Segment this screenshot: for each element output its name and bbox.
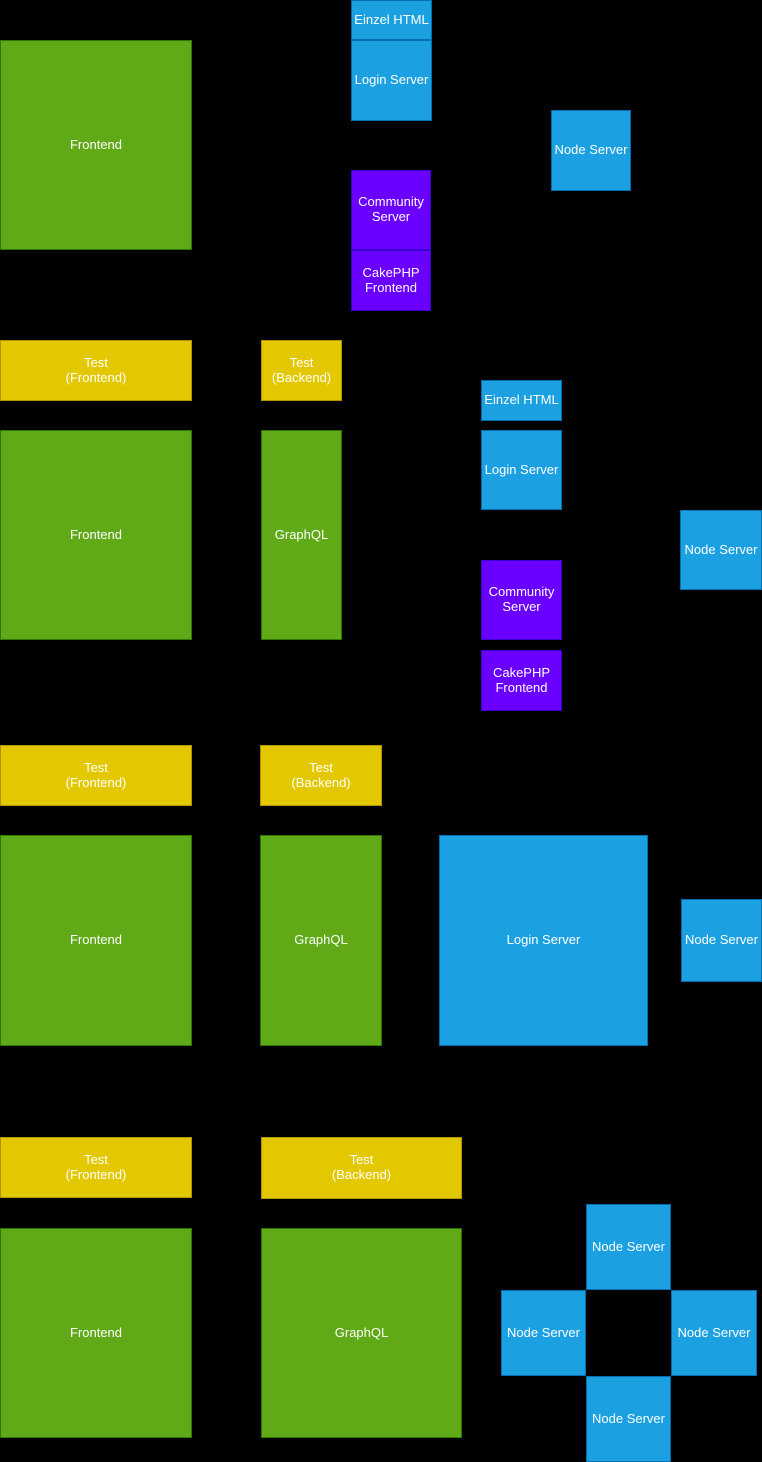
diagram-node-node-server-s4-right[interactable]: Node Server [671,1290,757,1376]
diagram-node-frontend-s4[interactable]: Frontend [0,1228,192,1438]
diagram-node-test-frontend-s4[interactable]: Test (Frontend) [0,1137,192,1198]
node-label: GraphQL [274,526,329,542]
node-label: Frontend [69,526,123,542]
diagram-node-login-server-s1[interactable]: Login Server [351,40,432,121]
diagram-node-einzel-html-s1[interactable]: Einzel HTML [351,0,432,40]
node-label: Node Server [554,142,628,158]
node-label: Node Server [677,1324,751,1340]
diagram-node-test-backend-s3[interactable]: Test (Backend) [260,745,382,806]
node-label: Test (Backend) [291,759,351,790]
node-label: Node Server [592,1410,665,1426]
diagram-node-graphql-s2[interactable]: GraphQL [261,430,342,640]
node-label: CakePHP Frontend [492,664,551,695]
diagram-node-test-frontend-s2[interactable]: Test (Frontend) [0,340,192,401]
node-label: Test (Backend) [271,354,332,385]
diagram-node-frontend-s1[interactable]: Frontend [0,40,192,250]
diagram-node-graphql-s3[interactable]: GraphQL [260,835,382,1046]
diagram-node-test-backend-s4[interactable]: Test (Backend) [261,1137,462,1199]
diagram-node-test-backend-s2[interactable]: Test (Backend) [261,340,342,401]
node-label: Community Server [358,194,424,224]
diagram-node-cakephp-frontend-s1[interactable]: CakePHP Frontend [351,250,431,311]
diagram-node-node-server-s4-bottom[interactable]: Node Server [586,1376,671,1462]
node-label: Frontend [69,932,123,948]
diagram-node-login-server-s2[interactable]: Login Server [481,430,562,510]
diagram-node-node-server-s1[interactable]: Node Server [551,110,631,191]
node-label: Einzel HTML [354,11,429,27]
diagram-node-node-server-s4-top[interactable]: Node Server [586,1204,671,1290]
diagram-node-node-server-s4-left[interactable]: Node Server [501,1290,586,1376]
node-label: Einzel HTML [484,392,559,408]
diagram-node-community-server-s2[interactable]: Community Server [481,560,562,640]
node-label: Test (Frontend) [65,1151,127,1182]
diagram-node-cakephp-frontend-s2[interactable]: CakePHP Frontend [481,650,562,711]
node-label: Login Server [354,72,429,88]
diagram-node-frontend-s2[interactable]: Frontend [0,430,192,640]
node-label: Test (Backend) [331,1152,392,1182]
node-label: Node Server [684,541,758,557]
node-label: Frontend [69,136,123,152]
diagram-node-community-server-s1[interactable]: Community Server [351,170,431,250]
node-label: Community Server [488,584,555,614]
diagram-node-node-server-s2[interactable]: Node Server [680,510,762,590]
node-label: Test (Frontend) [65,759,127,790]
diagram-node-einzel-html-s2[interactable]: Einzel HTML [481,380,562,421]
node-label: Login Server [506,932,581,948]
node-label: GraphQL [294,932,348,948]
node-label: Test (Frontend) [65,354,127,385]
diagram-node-test-frontend-s3[interactable]: Test (Frontend) [0,745,192,806]
node-label: Node Server [592,1238,665,1254]
node-label: Login Server [484,461,559,477]
node-label: Node Server [685,932,758,948]
node-label: Frontend [69,1324,123,1340]
diagram-node-graphql-s4[interactable]: GraphQL [261,1228,462,1438]
node-label: Node Server [507,1324,580,1340]
node-label: CakePHP Frontend [362,264,420,295]
diagram-node-node-server-s3[interactable]: Node Server [681,899,762,982]
node-label: GraphQL [334,1324,389,1340]
diagram-node-frontend-s3[interactable]: Frontend [0,835,192,1046]
diagram-node-login-server-s3[interactable]: Login Server [439,835,648,1046]
